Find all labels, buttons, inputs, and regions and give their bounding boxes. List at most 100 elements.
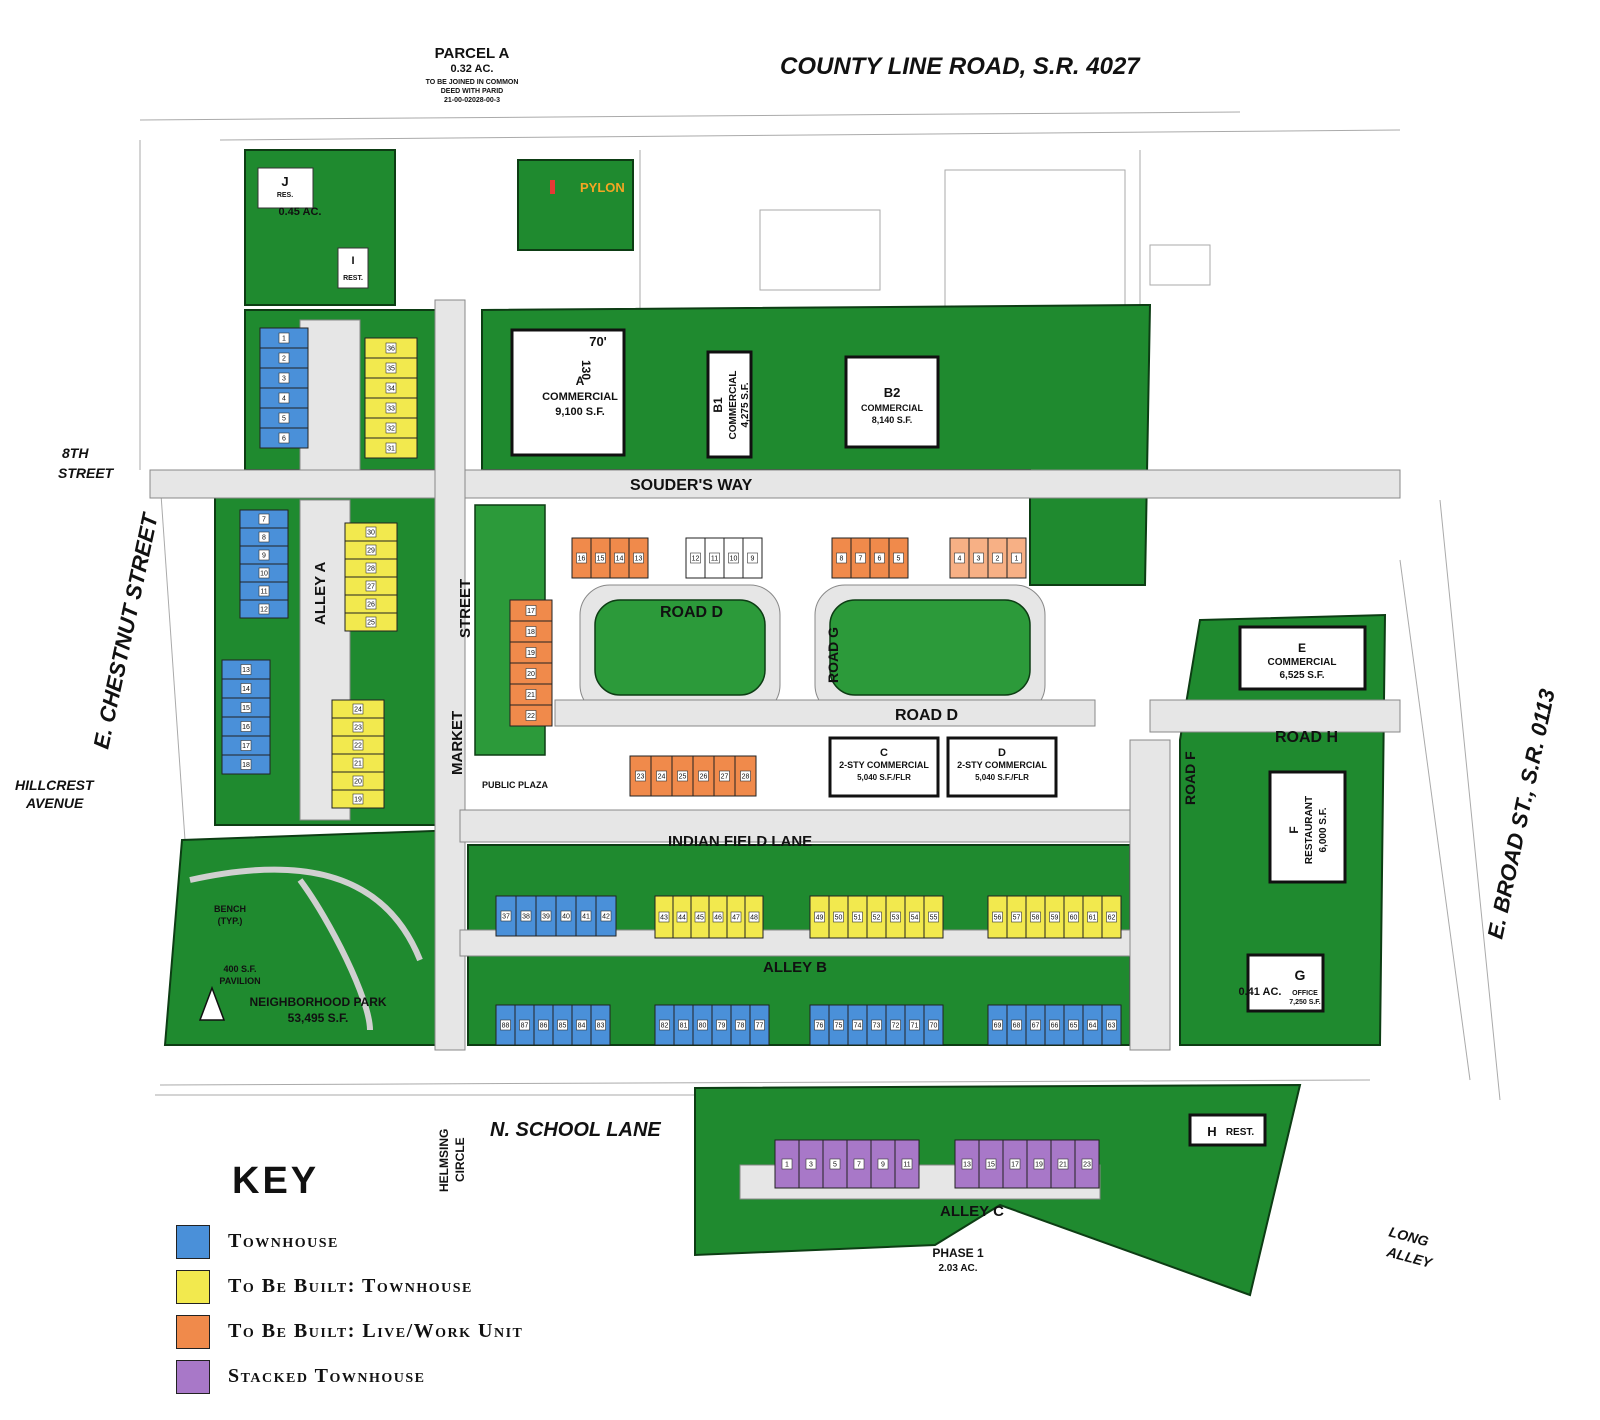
key-row-stacked: Stacked Townhouse — [176, 1354, 636, 1399]
tbb-townhouse-unit-number: 21 — [354, 761, 362, 768]
townhouse-unit-tag — [576, 1019, 587, 1031]
townhouse-unit-tag — [240, 721, 252, 732]
tbb-townhouse-unit-tag — [833, 911, 844, 923]
townhouse-unit-tag — [520, 910, 532, 922]
helmsing-label-2: CIRCLE — [453, 1137, 467, 1182]
building-g-letter: G — [1295, 967, 1306, 983]
townhouse-unit-number: 39 — [542, 914, 550, 921]
building-g-use: OFFICE — [1292, 990, 1318, 997]
townhouse-unit-number: 9 — [262, 553, 266, 560]
building-a-use: COMMERCIAL — [542, 391, 618, 403]
building-b1-area: 4,275 S.F. — [740, 382, 751, 427]
pavilion-label-1: 400 S.F. — [223, 964, 256, 974]
live-work-unit-number: 16 — [578, 556, 586, 563]
tbb-townhouse-unit-tag — [385, 402, 397, 414]
stacked-townhouse-unit-number: 23 — [1083, 1162, 1091, 1169]
tbb-townhouse-unit-number: 19 — [354, 797, 362, 804]
road-d-label-1: ROAD D — [660, 604, 723, 621]
live-work-unit-number: 27 — [721, 774, 729, 781]
building-c-letter: C — [880, 747, 888, 759]
townhouse-unit-tag — [697, 1019, 708, 1031]
tbb-townhouse-unit-number: 31 — [387, 446, 395, 453]
townhouse-unit-tag — [600, 910, 612, 922]
townhouse-unit-number: 71 — [911, 1023, 919, 1030]
live-work-unit-tag — [719, 770, 730, 782]
helmsing-label-1: HELMSING — [437, 1129, 451, 1192]
live-work-unit-number: 13 — [635, 556, 643, 563]
road-f-label: ROAD F — [1182, 751, 1198, 805]
tbb-townhouse-unit-number: 59 — [1051, 915, 1059, 922]
tbb-townhouse-unit-tag — [676, 911, 688, 923]
tbb-townhouse-unit-tag — [365, 526, 377, 538]
townhouse-unit-number: 74 — [854, 1023, 862, 1030]
building-d-use: 2-STY COMMERCIAL — [957, 760, 1047, 770]
live-work-unit-tag — [656, 770, 667, 782]
tbb-townhouse-unit-tag — [909, 911, 920, 923]
stacked-townhouse-unit-tag — [853, 1158, 865, 1170]
townhouse-unit-number: 14 — [242, 686, 250, 693]
live-work-unit-number: 25 — [679, 774, 687, 781]
townhouse-unit-number: 80 — [699, 1023, 707, 1030]
townhouse-unit-tag — [735, 1019, 746, 1031]
lot-i-use: REST. — [343, 275, 363, 282]
key-row-tbb-townhouse: To Be Built: Townhouse — [176, 1264, 636, 1309]
townhouse-unit-number: 3 — [282, 376, 286, 383]
townhouse-unit-tag — [278, 352, 290, 364]
live-work-unit-tag — [1011, 552, 1022, 564]
tbb-townhouse-unit-tag — [352, 793, 364, 805]
tbb-townhouse-unit-tag — [1106, 911, 1117, 923]
townhouse-unit-tag — [833, 1019, 844, 1031]
building-a-area: 9,100 S.F. — [555, 406, 605, 418]
townhouse-unit-number: 66 — [1051, 1023, 1059, 1030]
townhouse-unit-tag — [1068, 1019, 1079, 1031]
tbb-townhouse-unit-number: 54 — [911, 915, 919, 922]
tbb-townhouse-unit-tag — [1011, 911, 1022, 923]
key-swatch — [176, 1269, 210, 1304]
townhouse-unit-tag — [258, 585, 270, 597]
townhouse-unit-number: 65 — [1070, 1023, 1078, 1030]
building-labels: 70' 130 A COMMERCIAL 9,100 S.F. B1 COMME… — [482, 334, 1336, 1139]
park-name: NEIGHBORHOOD PARK — [249, 995, 386, 1009]
stacked-townhouse-unit-number: 17 — [1011, 1162, 1019, 1169]
townhouse-unit-number: 10 — [260, 571, 268, 578]
parcel-labels: PARCEL A 0.32 AC. TO BE JOINED IN COMMON… — [257, 45, 625, 289]
live-work-unit-tag — [992, 552, 1003, 564]
live-work-unit-tag — [690, 552, 701, 564]
tbb-townhouse-unit-tag — [871, 911, 882, 923]
tbb-townhouse-unit-tag — [1087, 911, 1098, 923]
townhouse-unit-tag — [258, 603, 270, 615]
key-swatch — [176, 1359, 210, 1394]
live-work-unit-number: 10 — [730, 556, 738, 563]
phase-1-title: PHASE 1 — [932, 1246, 984, 1260]
live-work-unit-tag — [614, 552, 625, 564]
tbb-townhouse-unit-tag — [992, 911, 1003, 923]
townhouse-unit-tag — [278, 412, 290, 424]
road-h-label: ROAD H — [1275, 729, 1338, 746]
townhouse-unit-tag — [240, 664, 252, 675]
townhouse-unit-tag — [560, 910, 572, 922]
townhouse-unit-tag — [278, 392, 290, 404]
townhouse-unit-tag — [258, 567, 270, 579]
townhouse-unit-number: 41 — [582, 914, 590, 921]
tbb-townhouse-unit-number: 20 — [354, 779, 362, 786]
lot-j-area: 0.45 AC. — [278, 206, 321, 218]
tbb-townhouse-unit-number: 48 — [750, 915, 758, 922]
tbb-townhouse-unit-number: 58 — [1032, 915, 1040, 922]
building-f-letter: F — [1287, 826, 1301, 833]
townhouse-unit-tag — [240, 740, 252, 751]
building-e-letter: E — [1298, 641, 1306, 655]
live-work-unit-number: 14 — [616, 556, 624, 563]
townhouse-unit-number: 1 — [282, 336, 286, 343]
tbb-townhouse-unit-number: 32 — [387, 426, 395, 433]
townhouse-unit-tag — [240, 683, 252, 694]
school-lane-label: N. SCHOOL LANE — [490, 1119, 661, 1141]
townhouse-unit-tag — [659, 1019, 670, 1031]
townhouse-unit-number: 88 — [502, 1023, 510, 1030]
townhouse-unit-tag — [678, 1019, 689, 1031]
live-work-unit-number: 17 — [527, 608, 535, 615]
eighth-street-label-1: 8TH — [62, 445, 89, 461]
townhouse-unit-tag — [557, 1019, 568, 1031]
tbb-townhouse-unit-tag — [712, 911, 724, 923]
stacked-townhouse-unit-number: 21 — [1059, 1162, 1067, 1169]
